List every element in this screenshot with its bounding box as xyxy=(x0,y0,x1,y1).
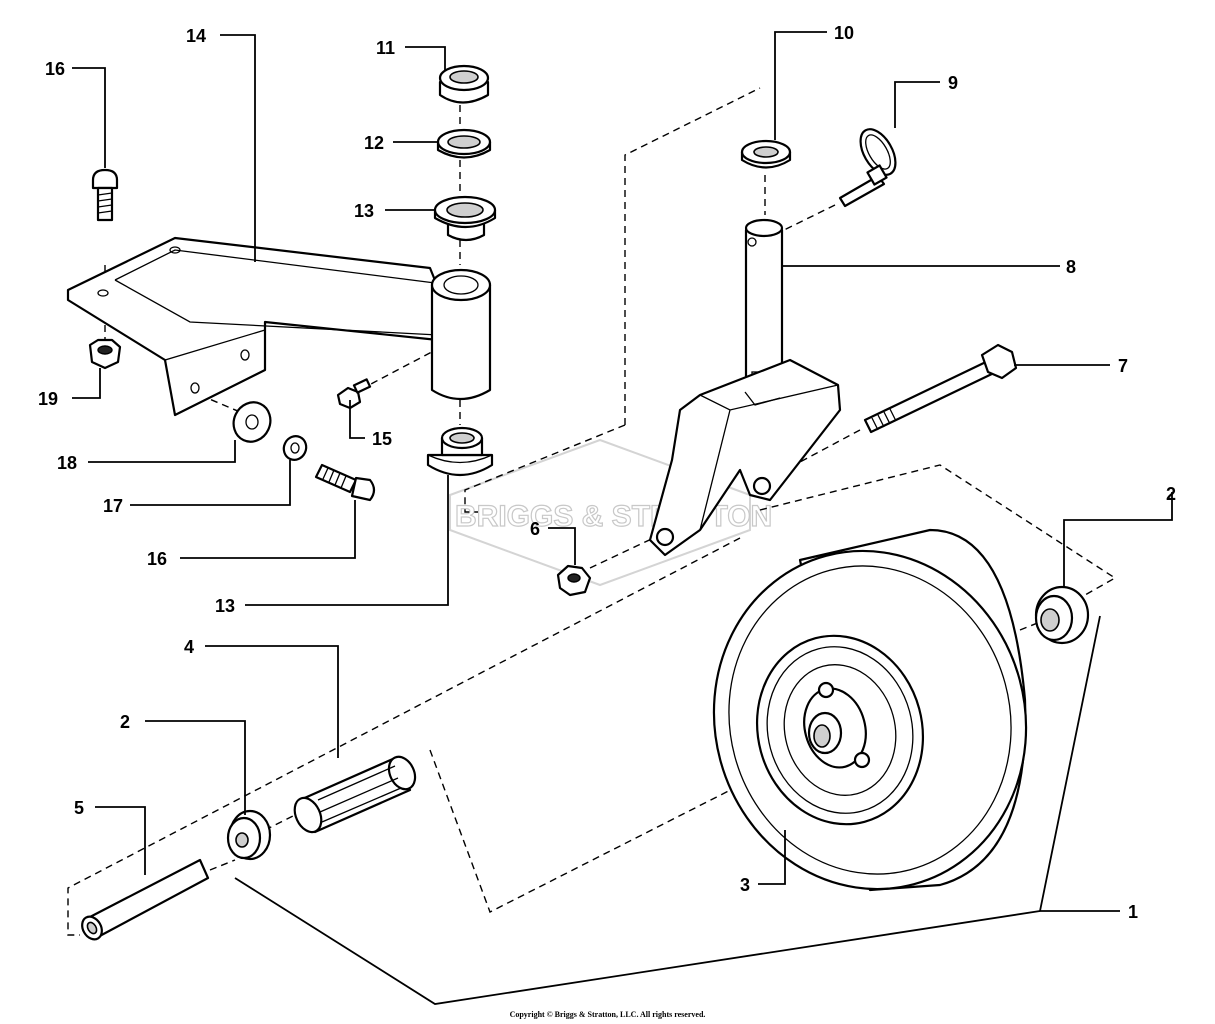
lockwasher-17 xyxy=(282,435,308,461)
bolt-7 xyxy=(863,343,1018,434)
nut-19 xyxy=(88,338,122,370)
assembly-dashed-lines xyxy=(67,87,1117,936)
callout-11: 11 xyxy=(376,38,395,58)
callout-15: 15 xyxy=(372,429,392,449)
cap-11 xyxy=(438,64,490,104)
leader-lines xyxy=(72,31,1173,1005)
hitch-pin-9 xyxy=(838,128,897,208)
nut-6 xyxy=(556,564,592,597)
callout-18: 18 xyxy=(57,453,77,473)
callout-19: 19 xyxy=(38,389,58,409)
callout-labels: 16 19 14 11 12 13 15 18 17 16 13 10 9 8 … xyxy=(38,23,1176,922)
callout-13-lower: 13 xyxy=(215,596,235,616)
callout-3: 3 xyxy=(740,875,750,895)
copyright-notice: Copyright © Briggs & Stratton, LLC. All … xyxy=(509,1010,706,1019)
bushing-13-upper xyxy=(433,195,497,242)
callout-16-upper: 16 xyxy=(45,59,65,79)
callout-2-right: 2 xyxy=(1166,484,1176,504)
callout-2-left: 2 xyxy=(120,712,130,732)
lockwasher-10 xyxy=(740,139,792,169)
callout-1: 1 xyxy=(1128,902,1138,922)
callout-4: 4 xyxy=(184,637,194,657)
callout-10: 10 xyxy=(834,23,854,43)
pivot-tube xyxy=(430,268,492,400)
callout-13-upper: 13 xyxy=(354,201,374,221)
bearing-2-right xyxy=(1034,585,1090,645)
axle-5 xyxy=(81,858,210,941)
bearing-2-left xyxy=(226,809,272,861)
watermark-logo: BRIGGS & STRATTON xyxy=(449,438,773,587)
bolt-16-upper xyxy=(91,168,119,222)
grease-fitting-15 xyxy=(336,378,372,410)
spacer-4 xyxy=(293,755,417,834)
watermark-text: BRIGGS & STRATTON xyxy=(455,500,772,533)
callout-5: 5 xyxy=(74,798,84,818)
bracket-arm-14 xyxy=(66,236,449,417)
callout-12: 12 xyxy=(364,133,384,153)
caster-fork-8 xyxy=(648,218,842,557)
callout-6: 6 xyxy=(530,519,540,539)
callout-16-lower: 16 xyxy=(147,549,167,569)
bushing-13-lower xyxy=(426,426,494,476)
callout-17: 17 xyxy=(103,496,123,516)
callout-9: 9 xyxy=(948,73,958,93)
callout-14: 14 xyxy=(186,26,206,46)
wheel-tire-3 xyxy=(712,528,1028,892)
callout-7: 7 xyxy=(1118,356,1128,376)
bolt-16-lower xyxy=(314,463,376,502)
callout-8: 8 xyxy=(1066,257,1076,277)
washer-12 xyxy=(436,128,492,159)
washer-18 xyxy=(232,401,272,443)
